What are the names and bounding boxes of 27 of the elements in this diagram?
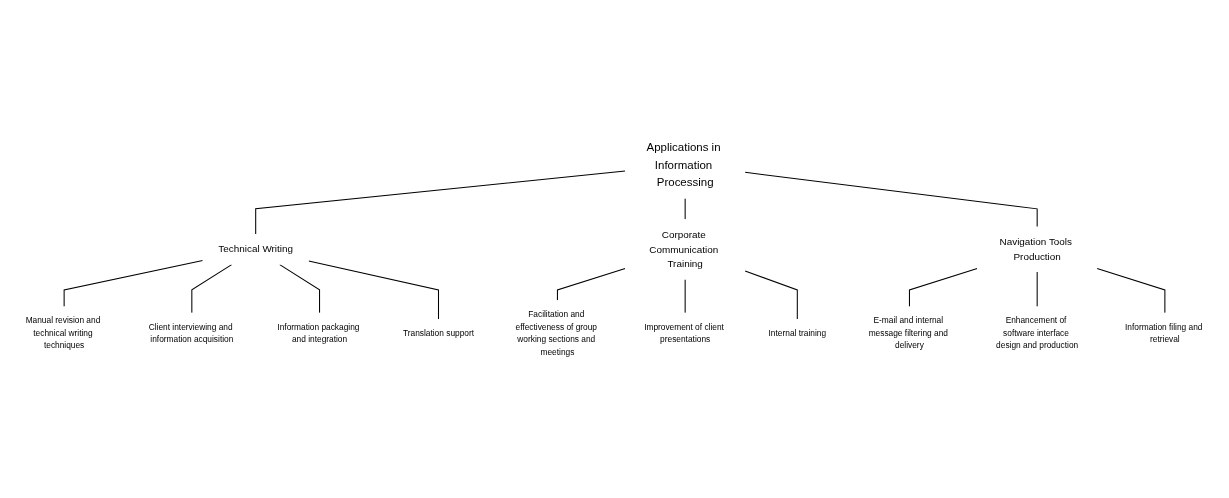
connector <box>684 198 686 221</box>
connector <box>744 270 798 320</box>
connector <box>63 260 204 308</box>
connector <box>191 264 233 314</box>
node-text: Corporate Communication Training <box>649 229 719 270</box>
node-text: Enhancement of software interface design and production <box>996 316 1079 351</box>
node-text: Facilitation and effectiveness of group working sections and meetings <box>515 310 597 357</box>
connector <box>279 264 321 314</box>
node-text: Applications in Information Processing <box>646 141 721 189</box>
connector <box>308 261 439 320</box>
connector <box>1096 268 1166 314</box>
node-text: E-mail and internal message filtering and delivery <box>868 316 948 351</box>
connector <box>908 268 978 308</box>
node-text: Improvement of client presentations <box>644 322 724 344</box>
node-text: Internal training <box>768 328 827 338</box>
connector <box>684 279 686 314</box>
connector <box>744 172 1038 228</box>
node-text: Information packaging and integration <box>277 322 360 344</box>
node-text: Translation support <box>402 328 475 338</box>
connector <box>1036 271 1038 308</box>
node-text: Navigation Tools Production <box>999 236 1073 263</box>
node-text: Information filing and retrieval <box>1125 322 1203 344</box>
node-text: Client interviewing and information acquisition <box>148 322 234 344</box>
node-text: Manual revision and technical writing techniques <box>25 316 101 351</box>
connector <box>556 268 626 302</box>
connector <box>255 170 626 236</box>
node-text: Technical Writing <box>218 243 294 255</box>
